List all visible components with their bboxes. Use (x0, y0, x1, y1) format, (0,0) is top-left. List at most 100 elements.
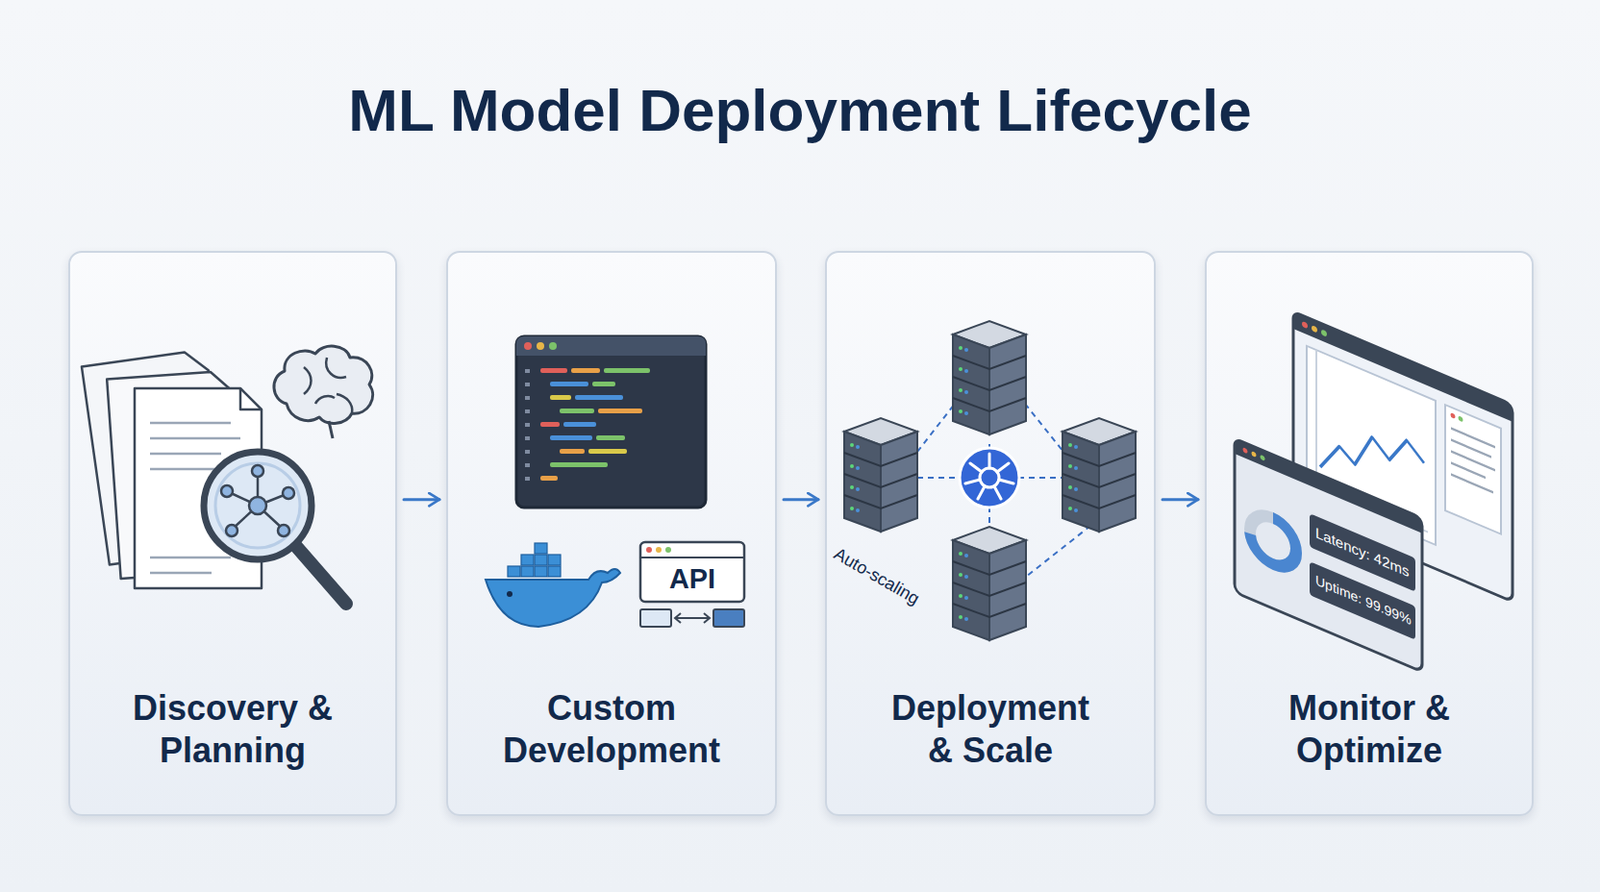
stage-card: Monitor & Optimize (1204, 250, 1534, 817)
code-window (516, 336, 706, 508)
stage-label: Deployment & Scale (879, 687, 1101, 773)
code-window (540, 475, 558, 481)
api-window (665, 547, 672, 553)
flow-arrow (1162, 498, 1199, 501)
code-window (524, 342, 532, 350)
code-window (525, 369, 530, 374)
stage-card: Discovery & Planning (68, 250, 398, 817)
brain-icon (303, 357, 352, 414)
stage-label: Discovery & Planning (87, 687, 378, 773)
docker-whale (507, 566, 521, 577)
docker-whale (534, 566, 548, 577)
metrics-panel (1260, 454, 1266, 462)
magnifier-icon (221, 485, 233, 498)
docker-whale (507, 543, 561, 577)
code-window (525, 463, 530, 468)
metrics-panel (1234, 438, 1423, 673)
magnifier-icon (203, 451, 312, 560)
code-window (549, 342, 557, 350)
orchestrator-icon (959, 448, 1020, 508)
api-window (675, 613, 710, 624)
magnifier-icon (203, 451, 347, 604)
code-window (563, 422, 597, 427)
docker-whale (548, 566, 561, 577)
servers (952, 321, 1026, 435)
card-fill (1205, 251, 1533, 816)
magnifier-icon (228, 473, 287, 529)
metrics-panel (1251, 450, 1257, 458)
code-window (598, 408, 643, 414)
diagram-title: ML Model Deployment Lifecycle (0, 75, 1600, 147)
metrics-panel (1250, 508, 1297, 575)
cluster-links (917, 444, 1063, 531)
docker-whale (485, 569, 621, 627)
brain-icon (274, 346, 374, 424)
code-window (525, 450, 530, 454)
code-window (592, 381, 616, 387)
api-window (655, 547, 662, 553)
api-label: API (640, 563, 745, 596)
documents-icon (240, 388, 262, 410)
magnifier-icon (215, 463, 300, 549)
servers (1062, 418, 1136, 532)
code-window (540, 422, 560, 427)
code-window (516, 336, 706, 356)
orchestrator-icon (959, 448, 1020, 508)
stage-card: Custom Development (446, 250, 777, 817)
stage-label: Monitor & Optimize (1224, 687, 1515, 773)
code-window (550, 462, 608, 468)
docker-whale (506, 591, 513, 598)
metrics-panel (1243, 447, 1249, 454)
magnifier-icon (249, 497, 267, 515)
api-window (640, 542, 745, 627)
dashboard-monitor (1445, 404, 1501, 535)
code-window (525, 436, 530, 441)
metrics-panel (1250, 508, 1297, 575)
code-window (536, 342, 545, 350)
api-window (713, 609, 745, 627)
docker-whale (521, 554, 534, 566)
code-window (559, 408, 595, 414)
card-fills (69, 251, 1533, 816)
dashboard-monitor (1321, 328, 1327, 338)
card-fill (825, 251, 1155, 816)
code-window (575, 395, 624, 400)
api-window (646, 547, 652, 553)
api-window (640, 609, 672, 627)
magnifier-icon (251, 465, 264, 477)
code-window (550, 381, 589, 387)
stage-label: Custom Development (465, 687, 758, 773)
code-window (525, 382, 530, 387)
code-window (540, 368, 568, 374)
code-window (516, 336, 706, 508)
code-window (525, 396, 530, 400)
code-window (525, 476, 530, 481)
card-fill (69, 251, 397, 816)
code-window (550, 435, 593, 441)
brain-icon (328, 421, 333, 439)
card-fill (447, 251, 776, 816)
code-window (596, 435, 625, 441)
magnifier-icon (282, 487, 295, 500)
code-window (550, 395, 572, 400)
code-window (525, 423, 530, 427)
servers (952, 526, 1026, 641)
api-window (640, 542, 745, 602)
docker-whale (534, 554, 548, 566)
dashboard-monitor (1301, 321, 1308, 330)
code-window (559, 449, 585, 454)
docker-whale (548, 554, 561, 566)
dashboard-monitor (1450, 412, 1456, 420)
metrics-panel (1234, 438, 1423, 673)
code-window (603, 368, 650, 374)
dashboard-monitor (1450, 428, 1496, 495)
docker-whale (485, 543, 621, 627)
api-window (640, 556, 745, 559)
code-window (525, 369, 530, 481)
brain-icon (274, 346, 374, 439)
orchestrator-icon (965, 453, 1014, 500)
code-window (571, 368, 600, 374)
flow-arrow (403, 498, 440, 501)
stage-card: Deployment & Scale (825, 250, 1156, 817)
